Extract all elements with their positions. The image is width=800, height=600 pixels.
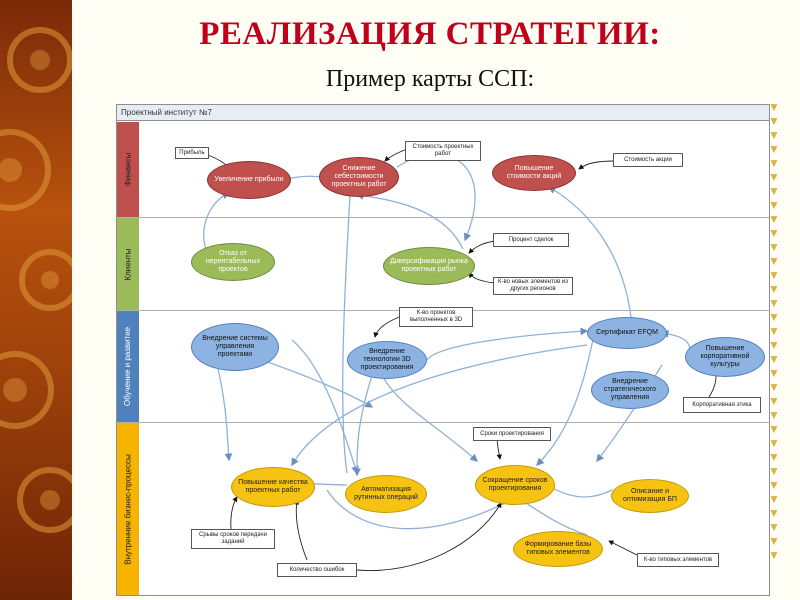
strategy-map: Проектный институт №7 Финансы Клиенты Об… [116, 104, 770, 596]
edge-bp-terms [545, 484, 613, 498]
lane-label-learning: Обучение и развитие [117, 311, 139, 422]
node-improve-quality[interactable]: Повышение качества проектных работ [231, 467, 315, 507]
link-kpi-typical [608, 540, 638, 556]
node-increase-share-value[interactable]: Повышение стоимости акций [492, 155, 576, 191]
edge-efqm-quality [291, 344, 588, 467]
kpi-corporate-ethics: Корпоративная этика [683, 397, 761, 413]
edge-3d-efqm [426, 327, 589, 361]
node-efqm-certificate[interactable]: Сертификат EFQM [587, 317, 667, 349]
link-kpi-value [578, 160, 616, 170]
node-project-management-system[interactable]: Внедрение системы управления проектами [191, 323, 279, 371]
map-header: Проектный институт №7 [117, 105, 769, 121]
kpi-errors-count: Количество ошибок [277, 563, 357, 577]
lane-label-finance: Финансы [117, 122, 139, 217]
kpi-missed-deadlines: Срывы сроков передачи заданий [191, 529, 275, 549]
arrow-bullets-decoration: ▼▼▼▼▼▼▼▼▼▼▼▼▼▼▼▼▼▼▼▼▼▼▼▼▼▼▼▼▼▼▼▼▼ [768, 100, 780, 562]
link-kpi-newitems [468, 272, 496, 284]
slide-title: РЕАЛИЗАЦИЯ СТРАТЕГИИ: [199, 16, 661, 52]
edge-cost-diversify [396, 153, 476, 242]
kpi-design-terms: Сроки проектирования [473, 427, 551, 441]
link-kpi-cost [384, 148, 408, 162]
lane-learning: Обучение и развитие [117, 311, 769, 423]
lane-finance: Финансы [117, 122, 769, 218]
link-kpi-errors [293, 499, 308, 561]
node-reduce-terms[interactable]: Сокращение сроков проектирования [475, 465, 555, 505]
edge-pms-automation [291, 339, 359, 475]
lane-label-processes: Внутренние бизнес-процессы [117, 423, 139, 595]
node-corporate-culture[interactable]: Повышение корпоративной культуры [685, 337, 765, 377]
edge-diversify-profit [355, 191, 464, 250]
slide-subtitle: Пример карты ССП: [325, 66, 535, 92]
node-3d-technology[interactable]: Внедрение технологии 3D проектирования [347, 341, 427, 379]
node-reduce-cost[interactable]: Снижение себестоимости проектных работ [319, 157, 399, 197]
link-kpi-3d [373, 316, 400, 338]
node-automate-routine[interactable]: Автоматизация рутинных операций [345, 475, 427, 513]
kpi-deals-percent: Процент сделок [493, 233, 569, 247]
edge-efqm-terms [536, 330, 596, 466]
kpi-share-value: Стоимость акции [613, 153, 683, 167]
node-strategic-management[interactable]: Внедрение стратегического управления [591, 371, 669, 409]
kpi-profit: Прибыль [175, 147, 209, 159]
link-kpi-deals [468, 240, 496, 254]
kpi-new-items: К-во новых элементов из других регионов [493, 277, 573, 295]
kpi-typical-elements: К-во типовых элементов [637, 553, 719, 567]
node-typical-elements-base[interactable]: Формирование базы типовых элементов [513, 531, 603, 567]
lane-label-clients: Клиенты [117, 218, 139, 310]
node-bp-optimization[interactable]: Описание и оптимизация БП [611, 479, 689, 513]
gear-decoration [0, 0, 72, 600]
kpi-project-cost: Стоимость проектных работ [405, 141, 481, 161]
node-increase-profit[interactable]: Увеличение прибыли [207, 161, 291, 199]
edge-3d-automation [353, 374, 373, 477]
edge-automation-cost [342, 159, 356, 474]
kpi-3d-projects: К-во проектов выполненных в 3D [399, 307, 473, 327]
node-diversify-market[interactable]: Диверсификация рынка проектных работ [383, 247, 475, 285]
edge-3d-terms [381, 374, 478, 462]
edge-pms-quality [216, 364, 233, 462]
lane-processes: Внутренние бизнес-процессы [117, 423, 769, 595]
node-refuse-unprofitable[interactable]: Отказ от нерентабельных проектов [191, 243, 275, 281]
edge-efqm-value [547, 186, 633, 328]
link-kpi-errors-terms [356, 502, 502, 571]
edge-quality-terms [326, 489, 519, 530]
